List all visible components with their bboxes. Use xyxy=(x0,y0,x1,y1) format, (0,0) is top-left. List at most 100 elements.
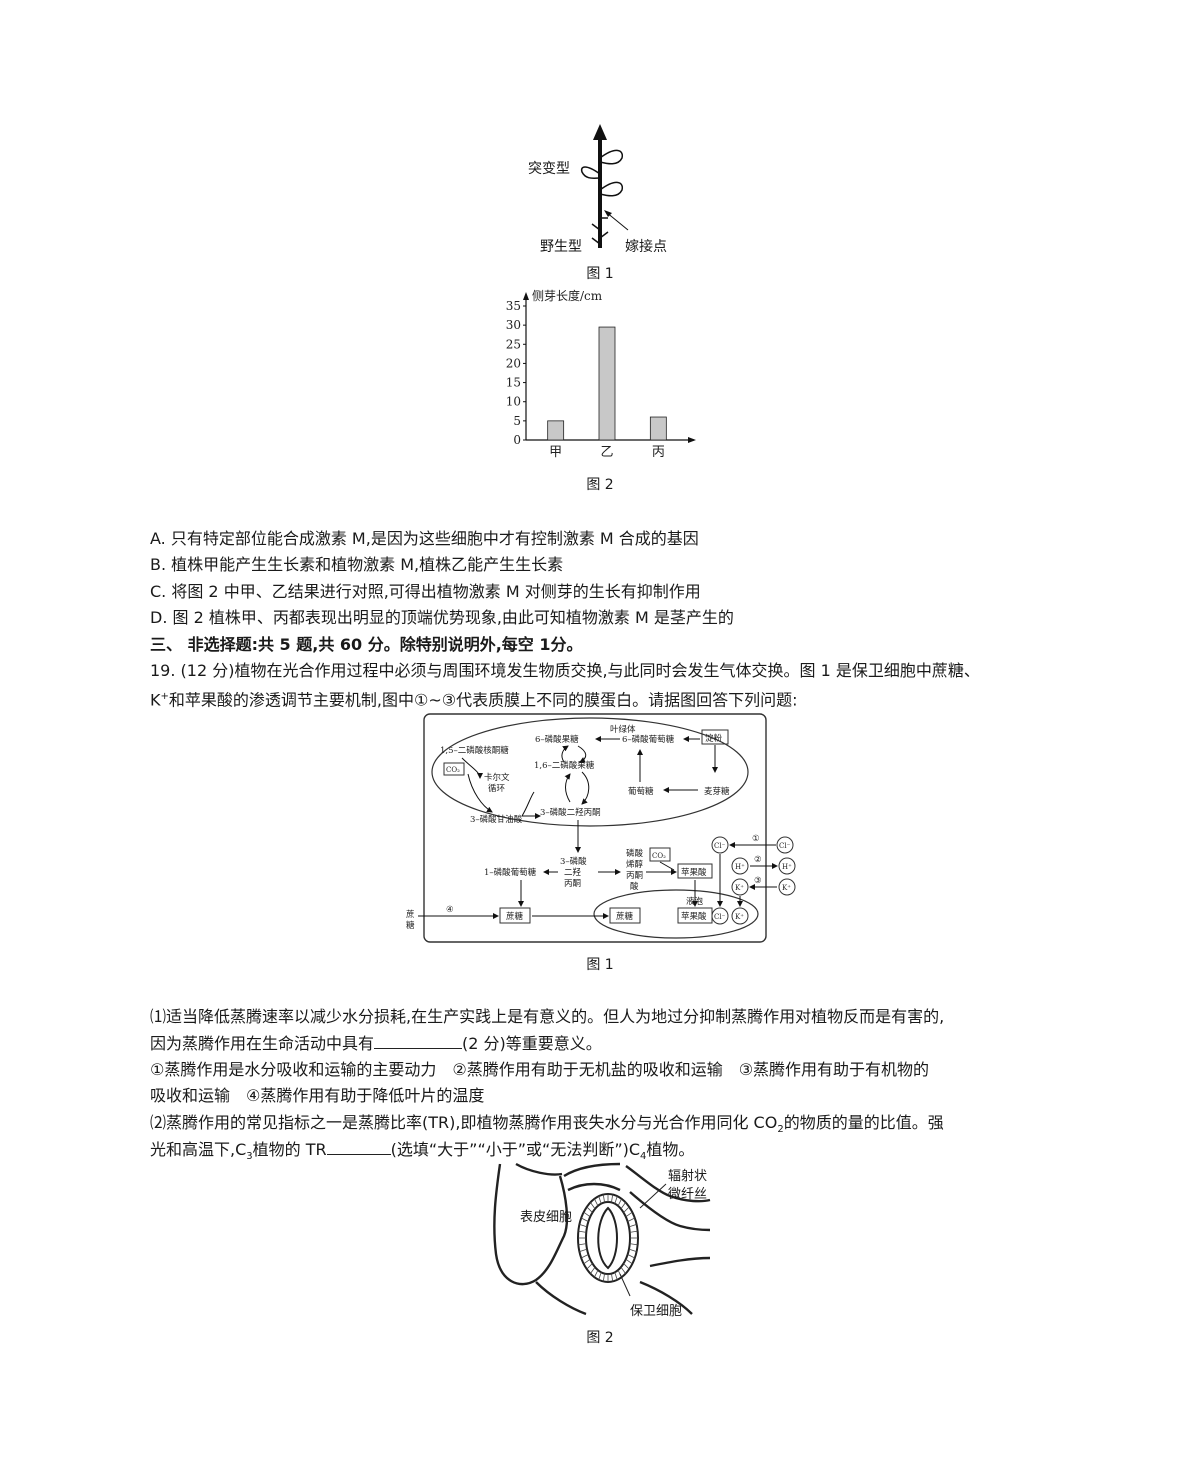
sub1-line2-text-a: 因为蒸腾作用在生命活动中具有 xyxy=(150,1034,375,1053)
radial-fiber xyxy=(602,1194,605,1203)
q19-line2-text: 和苹果酸的渗透调节主要机制,图中①~③代表质膜上不同的膜蛋白。请据图回答下列问题… xyxy=(168,690,798,710)
section-heading: 三、 非选择题:共 5 题,共 60 分。除特别说明外,每空 1分。 xyxy=(150,635,583,654)
pep-4: 酸 xyxy=(630,881,639,892)
sub1-options-line1: ①蒸腾作用是水分吸收和运输的主要动力 ②蒸腾作用有助于无机盐的吸收和运输 ③蒸腾… xyxy=(150,1060,930,1079)
radial-fiber xyxy=(611,1273,614,1282)
malate-label: 苹果酸 xyxy=(681,867,707,878)
sucrose-cyt: 蔗糖 xyxy=(506,911,524,922)
radial-fiber xyxy=(598,1196,602,1204)
co2-subscript: 2 xyxy=(777,1124,784,1136)
radial-fiber xyxy=(611,1194,614,1203)
radial-fiber xyxy=(594,1198,599,1207)
x-axis-arrow xyxy=(688,437,696,443)
y-tick-label: 20 xyxy=(506,356,521,370)
protein-2: ② xyxy=(754,855,762,865)
q19-line2: K+和苹果酸的渗透调节主要机制,图中①~③代表质膜上不同的膜蛋白。请据图回答下列… xyxy=(150,684,797,713)
bar-chart: 侧芽长度/cm05101520253035甲乙丙 xyxy=(506,288,696,460)
radial-fiber xyxy=(620,1266,626,1274)
label-guard: 保卫细胞 xyxy=(630,1304,683,1319)
radial-fiber xyxy=(581,1217,589,1223)
radial-fiber xyxy=(583,1258,591,1265)
graft-plant-drawing xyxy=(580,124,629,248)
graft-plant-figure xyxy=(520,118,680,258)
label-graft: 嫁接点 xyxy=(625,239,667,255)
radial-fiber xyxy=(625,1211,633,1218)
radial-fiber xyxy=(623,1263,630,1270)
y-tick-label: 15 xyxy=(506,376,521,390)
dhap-out-2: 二羟 xyxy=(564,867,582,878)
radial-fiber xyxy=(590,1202,596,1210)
radial-fiber xyxy=(590,1266,596,1274)
radial-fiber xyxy=(628,1224,637,1228)
sub1-line2-text-b: (2 分)等重要意义。 xyxy=(462,1034,602,1053)
q19-line1: 19. (12 分)植物在光合作用过程中必须与周围环境发生物质交换,与此同时会发… xyxy=(150,661,980,680)
glucose-label: 葡萄糖 xyxy=(628,786,654,797)
calvin-label-1: 卡尔文 xyxy=(484,772,510,783)
co2-label: CO₂ xyxy=(446,766,460,774)
bar xyxy=(598,326,616,441)
c3-subscript: 3 xyxy=(246,1151,253,1163)
x-tick-label: 乙 xyxy=(600,445,613,460)
radial-fiber xyxy=(627,1217,635,1223)
radial-fiber xyxy=(623,1206,630,1213)
protein-3: ③ xyxy=(754,876,762,886)
radial-fiber xyxy=(586,1206,593,1213)
cl-out: Cl⁻ xyxy=(779,842,791,850)
malate-vac: 苹果酸 xyxy=(681,911,707,922)
diagram-caption: 图 1 xyxy=(586,957,614,973)
y-tick-label: 30 xyxy=(506,318,521,332)
bar xyxy=(649,416,667,441)
answer-blank-2[interactable] xyxy=(326,1136,391,1155)
calvin-label-2: 循环 xyxy=(488,783,506,794)
x-tick-label: 甲 xyxy=(549,445,562,460)
label-wild: 野生型 xyxy=(540,239,582,255)
label-epidermis: 表皮细胞 xyxy=(520,1210,573,1225)
radial-fiber xyxy=(579,1224,588,1228)
sub2-line1-text-b: 的物质的量的比值。强 xyxy=(783,1113,944,1132)
option-b: B. 植株甲能产生生长素和植物激素 M,植株乙能产生生长素 xyxy=(150,555,564,574)
option-d: D. 图 2 植株甲、丙都表现出明显的顶端优势现象,由此可知植物激素 M 是茎产… xyxy=(150,608,734,627)
k-out: K⁺ xyxy=(782,884,791,892)
option-c: C. 将图 2 中甲、乙结果进行对照,可得出植物激素 M 对侧芽的生长有抑制作用 xyxy=(150,582,701,601)
dhap-label: 3–磷酸二羟丙酮 xyxy=(540,807,601,818)
radial-fiber xyxy=(598,1272,602,1280)
radial-fiber xyxy=(629,1230,638,1233)
y-tick-label: 35 xyxy=(506,299,521,313)
radial-fiber xyxy=(583,1211,591,1218)
y-axis-arrow xyxy=(523,292,529,300)
pep-1: 磷酸 xyxy=(626,848,644,859)
sub2-line2-text-a: 光和高温下,C xyxy=(150,1140,247,1159)
co2-pep-label: CO₂ xyxy=(652,852,666,860)
protein-1: ① xyxy=(752,834,760,844)
y-tick-label: 25 xyxy=(506,337,521,351)
radial-fiber xyxy=(578,1243,587,1246)
label-fiber-2: 微纤丝 xyxy=(668,1187,708,1202)
sub2-line1-text-a: ⑵蒸腾作用的常见指标之一是蒸腾比率(TR),即植物蒸腾作用丧失水分与光合作用同化… xyxy=(150,1113,778,1132)
fig1-caption: 图 1 xyxy=(586,266,614,282)
y-tick-label: 0 xyxy=(513,433,521,447)
y-tick-label: 5 xyxy=(513,414,521,428)
h-in: H⁺ xyxy=(735,863,745,871)
option-a: A. 只有特定部位能合成激素 M,是因为这些细胞中才有控制激素 M 合成的基因 xyxy=(150,529,699,548)
radial-fiber xyxy=(586,1263,593,1270)
radial-fiber xyxy=(578,1230,587,1233)
fig2-caption: 图 2 xyxy=(586,477,614,493)
sucrose-ext-2: 糖 xyxy=(406,920,415,931)
fbp-label: 1,6–二磷酸果糖 xyxy=(534,760,595,771)
fig2-bottom-caption: 图 2 xyxy=(586,1330,614,1346)
protein-4: ④ xyxy=(446,905,454,915)
k-plus: + xyxy=(160,691,169,702)
sub2-line2-text-b: 植物的 TR xyxy=(252,1140,327,1159)
radial-fiber xyxy=(614,1272,618,1280)
radial-fiber xyxy=(617,1198,622,1207)
sub2-line2-text-c: (选填“大于”“小于”或“无法判断”)C xyxy=(390,1140,641,1159)
radial-fiber xyxy=(579,1248,588,1252)
answer-blank-1[interactable] xyxy=(374,1030,463,1049)
k-vac: K⁺ xyxy=(735,913,744,921)
k-symbol: K xyxy=(150,690,161,710)
chloroplast-label: 叶绿体 xyxy=(610,724,636,735)
radial-fiber xyxy=(602,1273,605,1282)
osmotic-diagram: 叶绿体 1,5–二磷酸核酮糖 CO₂ 卡尔文 循环 3–磷酸甘油酸 6–磷酸果糖… xyxy=(402,712,800,946)
starch-label: 淀粉 xyxy=(705,733,723,744)
radial-fiber xyxy=(627,1253,635,1259)
